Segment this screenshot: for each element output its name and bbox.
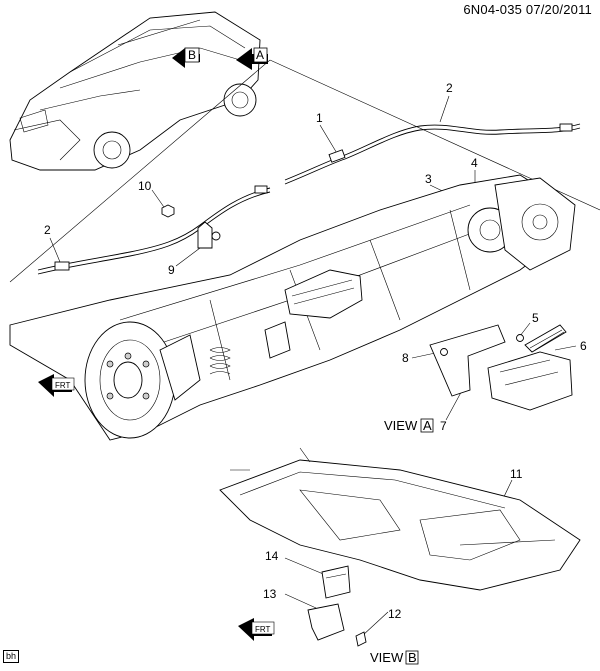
callout-5: 5 — [532, 311, 539, 325]
svg-text:A: A — [423, 418, 432, 433]
arrow-letter-a: A — [256, 48, 264, 62]
vehicle-illustration: B A — [9, 11, 268, 171]
svg-text:B: B — [408, 650, 417, 665]
front-arrow-1: FRT — [38, 374, 75, 397]
callout-8: 8 — [402, 351, 409, 365]
callout-4: 4 — [471, 156, 478, 170]
callout-3: 3 — [425, 172, 432, 186]
frt-label-2: FRT — [255, 625, 271, 634]
callout-14: 14 — [265, 549, 279, 563]
callout-labels: 1 2 2 3 4 5 6 7 8 9 10 11 12 13 14 — [44, 81, 587, 621]
callout-6: 6 — [580, 339, 587, 353]
diagram-header: 6N04-035 07/20/2011 — [463, 2, 592, 17]
svg-text:VIEW: VIEW — [370, 650, 404, 665]
svg-text:VIEW: VIEW — [384, 418, 418, 433]
view-b-tray — [219, 447, 581, 647]
header-date: 07/20/2011 — [525, 2, 592, 17]
callout-13: 13 — [263, 587, 277, 601]
footer-tag: bh — [3, 650, 20, 663]
callout-2-lower: 2 — [44, 223, 51, 237]
ref-code: 6N04-035 — [463, 2, 523, 17]
callout-11: 11 — [510, 467, 523, 481]
brake-cable-rear — [37, 185, 271, 275]
arrow-letter-b: B — [188, 48, 196, 62]
front-arrow-2: FRT — [238, 618, 275, 641]
view-a-label: VIEW A — [384, 418, 434, 433]
cable-clip — [197, 221, 221, 249]
view-b-arrow: B — [172, 47, 200, 68]
view-a-bracket — [429, 324, 573, 411]
callout-1: 1 — [316, 111, 323, 125]
callout-2-upper: 2 — [446, 81, 453, 95]
frt-label-1: FRT — [55, 381, 71, 390]
brake-cable-front — [284, 123, 581, 185]
callout-10: 10 — [138, 179, 152, 193]
view-a-arrow: A — [236, 47, 268, 70]
callout-12: 12 — [388, 607, 402, 621]
brake-rotor-left — [84, 321, 201, 439]
nut-10 — [161, 204, 175, 218]
callout-9: 9 — [168, 263, 175, 277]
view-b-label: VIEW B — [370, 650, 419, 665]
callout-7: 7 — [440, 419, 447, 433]
